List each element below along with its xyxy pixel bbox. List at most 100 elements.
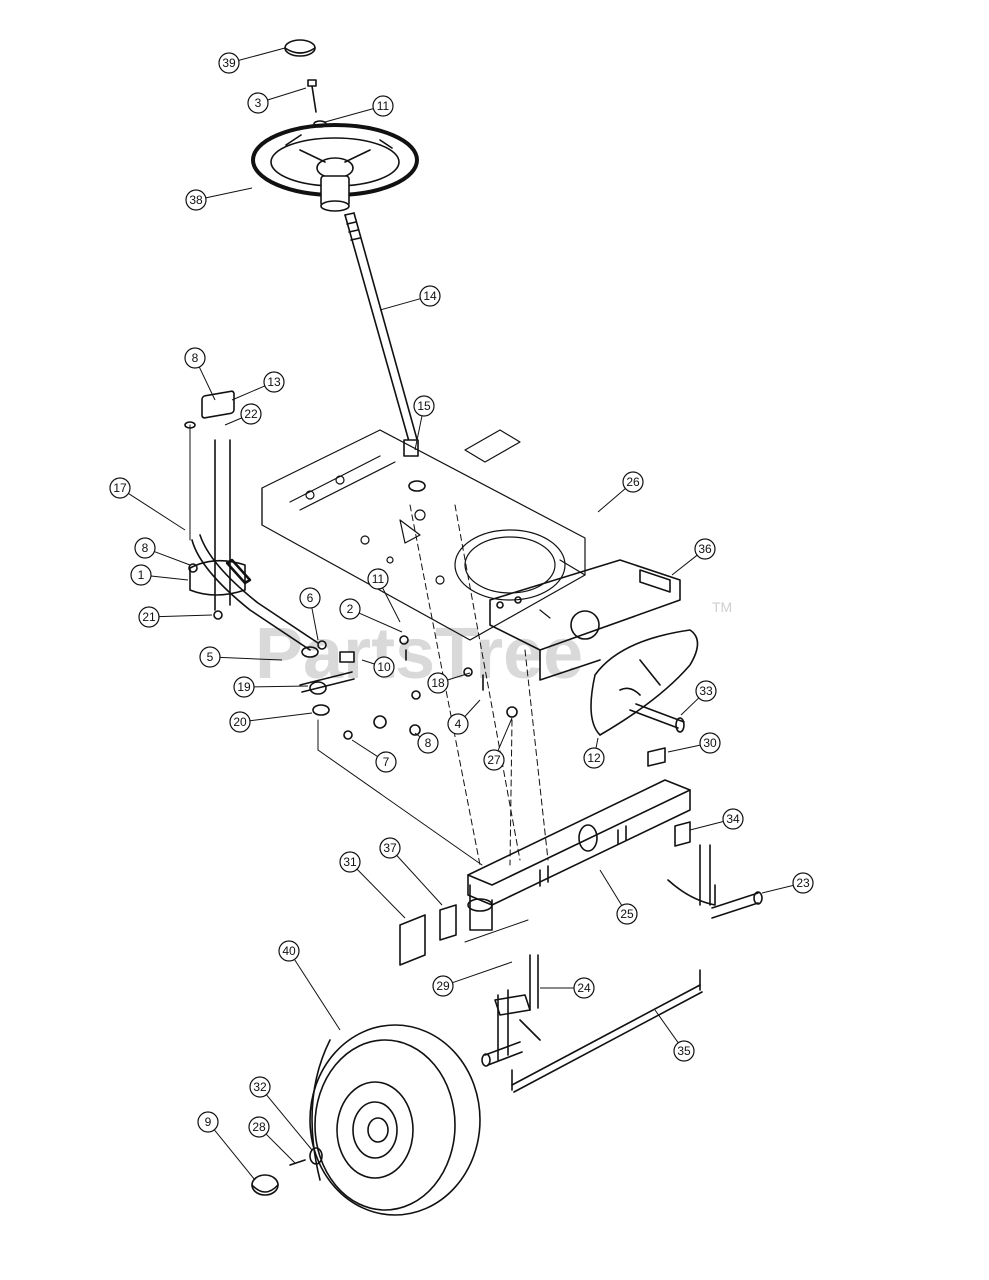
callout-leader [761, 884, 794, 894]
callout-leader [205, 187, 253, 199]
callout-circle [432, 975, 454, 997]
callout-circle [413, 395, 435, 417]
callout-circle [240, 403, 262, 425]
callout-circle [673, 1040, 695, 1062]
callout-number: 35 [677, 1044, 691, 1058]
callout-number: 11 [372, 572, 385, 586]
steering-gear-part [188, 390, 319, 658]
callout-leader [452, 961, 513, 984]
front-wheel-part [309, 1024, 481, 1216]
callout-1: 1 [130, 564, 189, 586]
steering-shaft-part [344, 212, 419, 446]
callout-number: 3 [255, 96, 262, 110]
callout-circle [109, 477, 131, 499]
callout-leader [414, 732, 421, 738]
callout-3: 3 [247, 87, 307, 114]
callout-leader [231, 385, 266, 401]
callout-leader [294, 959, 341, 1031]
callout-leader [597, 488, 626, 513]
callout-37: 37 [379, 837, 443, 906]
callout-circle [722, 808, 744, 830]
callout-leader [358, 612, 403, 633]
callout-number: 29 [436, 979, 450, 993]
callout-number: 30 [703, 736, 717, 750]
callout-leader [396, 855, 443, 906]
callout-8: 8 [414, 732, 439, 754]
callout-circle [134, 537, 156, 559]
bolt-part [311, 85, 317, 113]
callout-leader [154, 551, 191, 566]
support-plate-part [590, 629, 699, 736]
callout-30: 30 [667, 732, 721, 754]
callout-number: 11 [377, 99, 390, 113]
callout-number: 33 [699, 684, 713, 698]
callout-number: 17 [113, 481, 127, 495]
callout-19: 19 [233, 676, 309, 698]
callout-6: 6 [299, 587, 321, 641]
callout-circle [622, 471, 644, 493]
callout-number: 1 [138, 568, 145, 582]
callout-circle [375, 751, 397, 773]
callout-number: 31 [343, 855, 357, 869]
callout-circle [299, 587, 321, 609]
callout-number: 36 [698, 542, 712, 556]
callout-leader [224, 417, 242, 426]
callout-11: 11 [367, 568, 401, 623]
callout-circle [427, 672, 449, 694]
callout-circle [695, 680, 717, 702]
callout-38: 38 [185, 187, 253, 211]
callout-circle [792, 872, 814, 894]
callout-leader [667, 744, 701, 753]
callout-circle [699, 732, 721, 754]
callout-leader [158, 614, 213, 618]
callout-36: 36 [671, 538, 716, 576]
callout-34: 34 [689, 808, 744, 831]
callout-14: 14 [379, 285, 441, 311]
callout-7: 7 [351, 739, 397, 773]
callout-leader [265, 1133, 296, 1164]
callout-leader [267, 87, 307, 101]
callout-leader [356, 868, 406, 919]
callout-18: 18 [427, 672, 471, 694]
callout-number: 24 [577, 981, 591, 995]
callout-number: 25 [620, 907, 634, 921]
watermark-tm: TM [712, 599, 732, 615]
callout-20: 20 [229, 711, 313, 733]
callout-leader [249, 712, 313, 722]
callout-number: 28 [252, 1120, 266, 1134]
callout-leader [324, 108, 374, 123]
callout-leader [680, 697, 700, 716]
callout-circle [339, 851, 361, 873]
callout-5: 5 [199, 646, 283, 668]
callout-circle [573, 977, 595, 999]
callout-leader [351, 739, 378, 757]
callout-12: 12 [583, 737, 605, 769]
callout-circle [248, 1116, 270, 1138]
callout-number: 23 [796, 876, 810, 890]
callout-32: 32 [249, 1076, 313, 1151]
axle-bracket-part [489, 559, 681, 681]
callout-circle [372, 95, 394, 117]
callout-leader [265, 1094, 313, 1151]
callout-leader [150, 575, 189, 581]
callout-number: 5 [207, 650, 214, 664]
callout-circle [379, 837, 401, 859]
callout-leader [689, 820, 724, 831]
callout-number: 22 [244, 407, 258, 421]
watermark-text: PartsTree [255, 614, 583, 694]
callout-circle [278, 940, 300, 962]
callout-leader [213, 1129, 256, 1181]
callout-circle [138, 606, 160, 628]
callout-22: 22 [224, 403, 262, 426]
wheel-washer-part [309, 1147, 323, 1165]
callout-leader [671, 554, 698, 576]
callout-circle [583, 747, 605, 769]
callout-27: 27 [483, 717, 513, 771]
callout-15: 15 [413, 395, 435, 451]
callout-number: 8 [425, 736, 432, 750]
callout-21: 21 [138, 606, 213, 628]
callout-circle [184, 347, 206, 369]
callout-number: 9 [205, 1115, 212, 1129]
callout-circle [694, 538, 716, 560]
callout-circle [218, 52, 240, 74]
